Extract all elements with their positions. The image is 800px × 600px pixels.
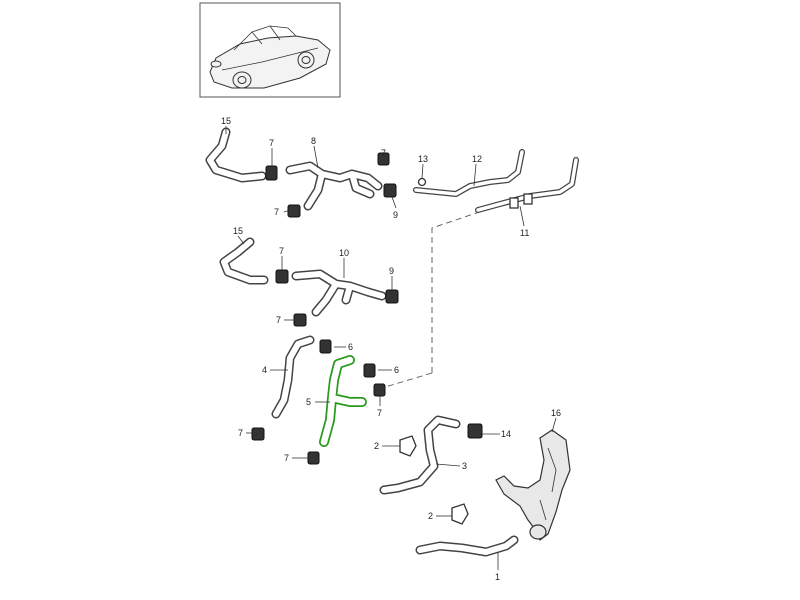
clamp-7-a (265, 165, 278, 181)
callout-15-upper: 15 (221, 116, 231, 126)
callout-7-upper-c: 7 (274, 207, 279, 217)
leader-lines (225, 126, 557, 570)
clip-2-b (451, 503, 469, 525)
callout-2-b: 2 (428, 511, 433, 521)
callout-8: 8 (311, 136, 316, 146)
connection-dashed-line (431, 204, 501, 373)
clamp-6-b (363, 363, 376, 378)
clamp-9-a (383, 183, 397, 198)
hose-8 (285, 161, 383, 211)
clamp-9-b (385, 289, 399, 304)
callout-9-upper: 9 (393, 210, 398, 220)
callout-9-middle: 9 (389, 266, 394, 276)
clamp-6-a (319, 339, 332, 354)
part-16-bracket (495, 429, 571, 541)
lower-right-group (379, 415, 571, 557)
callout-5: 5 (306, 397, 311, 407)
callout-7-middle-b: 7 (276, 315, 281, 325)
clamp-7-e (293, 313, 307, 327)
callout-labels: 15 7 8 7 13 12 9 7 11 15 7 10 9 7 4 6 6 … (221, 116, 561, 582)
clamp-7-h (307, 451, 320, 465)
upper-hose-group (205, 127, 579, 218)
clamp-7-c (287, 204, 301, 218)
callout-13: 13 (418, 154, 428, 164)
callout-7-middle-a: 7 (279, 246, 284, 256)
callout-7-lower-c: 7 (284, 453, 289, 463)
clamp-7-b (377, 152, 390, 166)
clamp-7-f (373, 383, 386, 397)
callout-7-lower-b: 7 (238, 428, 243, 438)
callout-6-b: 6 (394, 365, 399, 375)
callout-11: 11 (520, 228, 529, 238)
middle-hose-group (219, 237, 399, 327)
callout-4: 4 (262, 365, 267, 375)
callout-7-lower-a: 7 (377, 408, 382, 418)
connection-dashed-line-lower (381, 372, 433, 389)
callout-16: 16 (551, 408, 561, 418)
clamp-14 (467, 423, 483, 439)
callout-3: 3 (462, 461, 467, 471)
callout-2-a: 2 (374, 441, 379, 451)
callout-10: 10 (339, 248, 349, 258)
callout-15-lower: 15 (233, 226, 243, 236)
clamp-7-g (251, 427, 265, 441)
callout-7-upper-b: 7 (381, 148, 386, 158)
clamp-7-d (275, 269, 289, 284)
callout-12: 12 (472, 154, 482, 164)
callout-6-a: 6 (348, 342, 353, 352)
callout-1: 1 (495, 572, 500, 582)
clip-2-a (399, 435, 417, 457)
callout-7-upper-a: 7 (269, 138, 274, 148)
vehicle-thumbnail (199, 2, 341, 98)
callout-14: 14 (501, 429, 511, 439)
lower-left-hose-group (251, 335, 386, 465)
bolt-13 (417, 177, 427, 187)
